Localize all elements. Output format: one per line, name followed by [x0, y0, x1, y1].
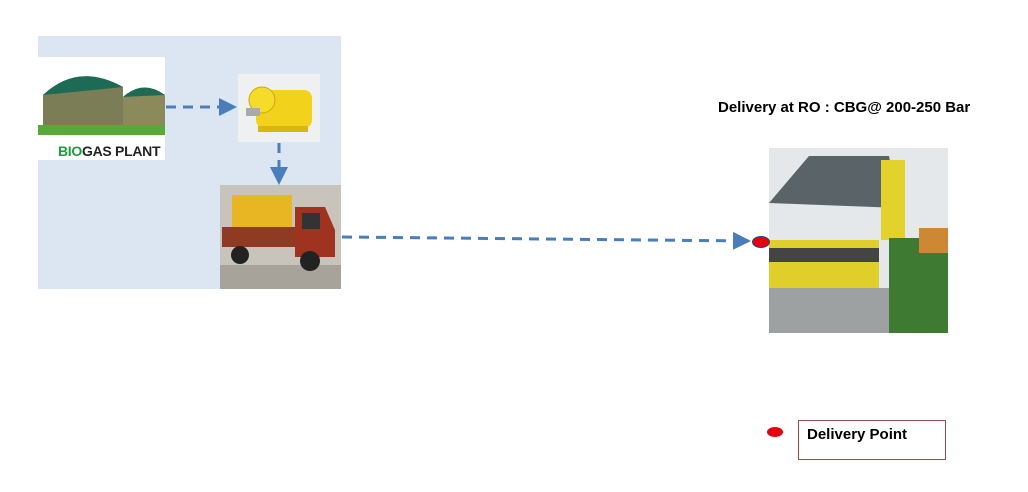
- cng-station-illustration: [769, 148, 948, 333]
- legend-label: Delivery Point: [807, 426, 908, 443]
- arrow-truck-to-delivery: [341, 231, 751, 250]
- compressor-image: [238, 74, 320, 142]
- legend-marker-icon: [767, 427, 783, 437]
- delivery-point-marker: [752, 236, 770, 248]
- biogas-plant-image: BIOGAS PLANT: [38, 57, 165, 160]
- biogas-tanks-illustration: [38, 57, 165, 160]
- legend-box: Delivery Point: [798, 420, 946, 460]
- truck-illustration: [220, 185, 341, 289]
- retail-outlet-image: [769, 148, 948, 333]
- biogas-plant-label: BIOGAS PLANT: [58, 143, 161, 159]
- cascade-truck-image: [220, 185, 341, 289]
- delivery-title: Delivery at RO : CBG@ 200-250 Bar: [718, 99, 971, 116]
- compressor-illustration: [246, 86, 312, 132]
